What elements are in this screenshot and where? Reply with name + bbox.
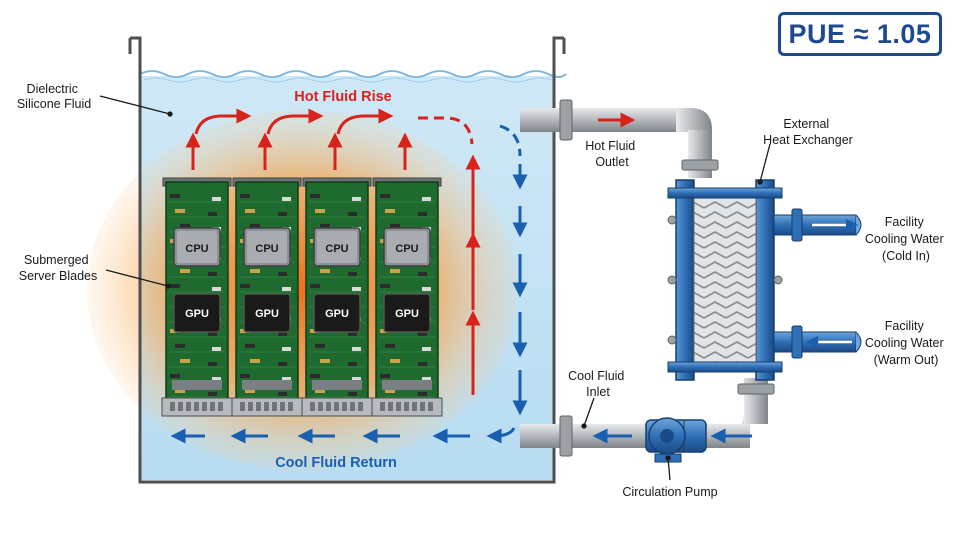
callout-leaders bbox=[99, 95, 771, 481]
gpu-chip bbox=[383, 293, 431, 333]
facility-cold-in-label: Facility Cooling Water (Cold In) bbox=[865, 215, 947, 263]
cpu-label: CPU bbox=[395, 243, 418, 255]
piping bbox=[520, 99, 775, 457]
hot-fluid-outlet-label: Hot Fluid Outlet bbox=[585, 139, 639, 169]
exchanger-end-plate bbox=[675, 179, 695, 381]
gpu-label: GPU bbox=[325, 308, 349, 320]
gpu-label: GPU bbox=[255, 308, 279, 320]
server-blade: CPU GPU bbox=[231, 177, 303, 417]
cool-inlet-pipe bbox=[520, 424, 750, 448]
pipe-flange bbox=[737, 383, 775, 395]
pipe-flange bbox=[559, 415, 573, 457]
facility-warm-out-label: Facility Cooling Water (Warm Out) bbox=[865, 319, 947, 367]
server-blade: CPU GPU bbox=[371, 177, 443, 417]
hot-curl-arrow bbox=[194, 108, 252, 135]
cpu-label: CPU bbox=[325, 243, 348, 255]
pue-value: PUE ≈ 1.05 bbox=[788, 18, 932, 49]
circulation-pump bbox=[645, 417, 707, 463]
cool-return-arrow bbox=[486, 427, 516, 444]
pue-badge: PUE ≈ 1.05 bbox=[778, 12, 942, 56]
circulation-pump-label: Circulation Pump bbox=[622, 485, 717, 499]
cpu-label: CPU bbox=[255, 243, 278, 255]
pipe-flange bbox=[681, 159, 719, 171]
exchanger-plate-stack bbox=[693, 187, 757, 373]
gpu-label: GPU bbox=[395, 308, 419, 320]
gpu-chip bbox=[313, 293, 361, 333]
cool-fluid-return-label: Cool Fluid Return bbox=[275, 455, 397, 471]
hot-curl-arrow bbox=[266, 108, 324, 135]
gpu-chip bbox=[173, 293, 221, 333]
exchanger-tie-bar bbox=[667, 361, 783, 373]
server-blade: CPU GPU bbox=[161, 177, 233, 417]
fluid-surface bbox=[139, 70, 567, 78]
hot-curl-arrow bbox=[336, 108, 394, 135]
heat-exchanger bbox=[667, 179, 862, 381]
pipe-flange bbox=[559, 99, 573, 141]
hot-curl-arrow bbox=[418, 116, 474, 145]
cpu-label: CPU bbox=[185, 243, 208, 255]
hot-fluid-rise-label: Hot Fluid Rise bbox=[294, 89, 391, 105]
gpu-chip bbox=[243, 293, 291, 333]
exchanger-end-plate bbox=[755, 179, 775, 381]
cool-descent-arrow bbox=[499, 124, 522, 157]
server-blades: CPU GPU CPU GPU CPU GPU CPU GPU bbox=[161, 177, 443, 417]
dielectric-fluid-label: Dielectric Silicone Fluid bbox=[17, 82, 91, 111]
tank-walls bbox=[130, 36, 564, 484]
cool-fluid-arrows bbox=[170, 124, 528, 444]
gpu-label: GPU bbox=[185, 308, 209, 320]
submerged-blades-label: Submerged Server Blades bbox=[19, 253, 98, 283]
cool-fluid-inlet-label: Cool Fluid Inlet bbox=[568, 369, 628, 399]
server-blade: CPU GPU bbox=[301, 177, 373, 417]
exchanger-tie-bar bbox=[667, 187, 783, 199]
external-heat-exchanger-label: External Heat Exchanger bbox=[763, 117, 853, 147]
hot-fluid-arrows bbox=[185, 108, 481, 395]
